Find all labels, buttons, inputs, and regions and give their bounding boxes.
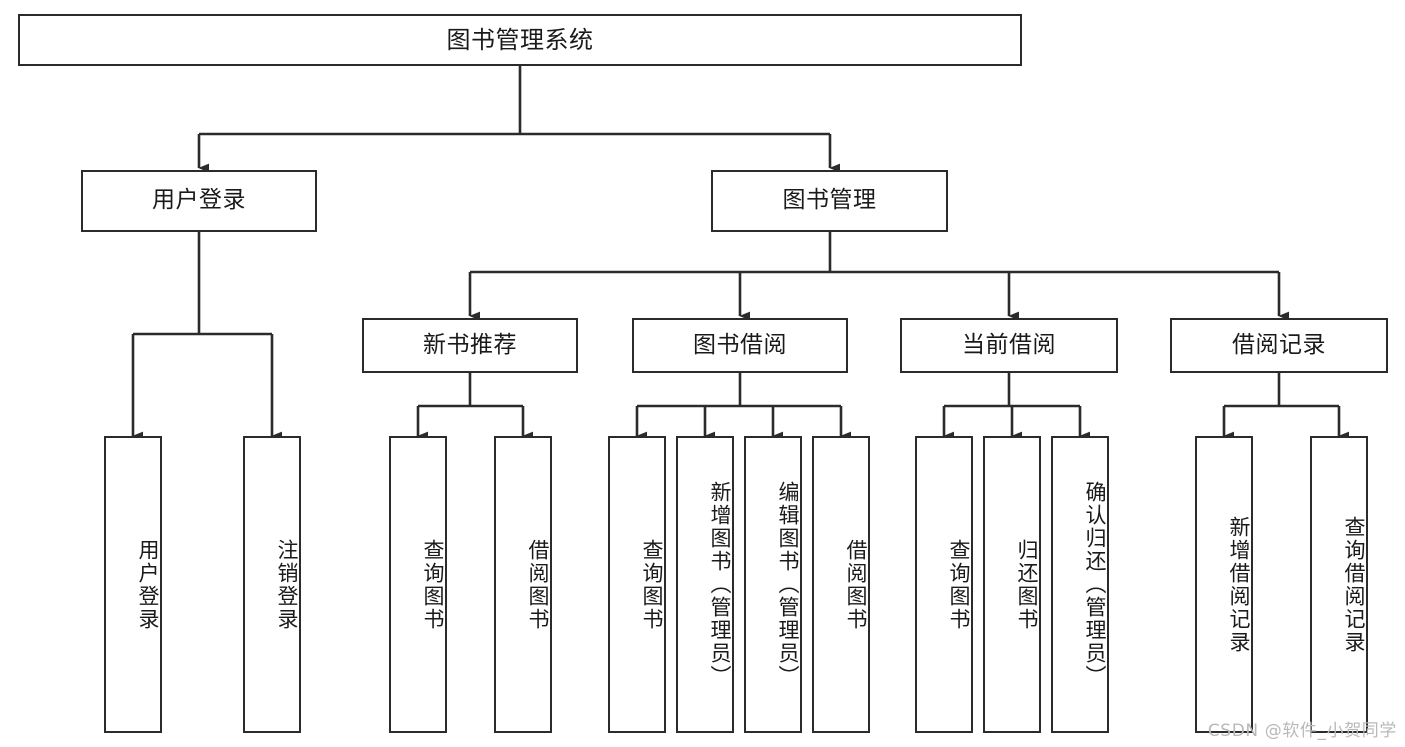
leaf-borrow-book[interactable]: 借阅图书 (812, 436, 870, 733)
node-label: 新增图书（管理员） (708, 481, 732, 688)
leaf-confirm-return-admin[interactable]: 确认归还（管理员） (1051, 436, 1109, 733)
leaf-query-borrow-record[interactable]: 查询借阅记录 (1310, 436, 1368, 733)
leaf-edit-book-admin[interactable]: 编辑图书（管理员） (744, 436, 802, 733)
node-label: 注销登录 (275, 538, 299, 631)
node-current-borrow[interactable]: 当前借阅 (900, 318, 1118, 373)
leaf-logout[interactable]: 注销登录 (243, 436, 301, 733)
node-new-book-recommendation[interactable]: 新书推荐 (362, 318, 578, 373)
node-label: 查询借阅记录 (1342, 515, 1366, 654)
node-label: 新书推荐 (423, 331, 517, 358)
leaf-query-book-current[interactable]: 查询图书 (915, 436, 973, 733)
node-root-book-management-system[interactable]: 图书管理系统 (18, 14, 1022, 66)
node-book-borrow[interactable]: 图书借阅 (632, 318, 848, 373)
leaf-add-borrow-record[interactable]: 新增借阅记录 (1195, 436, 1253, 733)
leaf-add-book-admin[interactable]: 新增图书（管理员） (676, 436, 734, 733)
watermark: CSDN @软件_小贺同学 (1207, 721, 1397, 741)
node-label: 归还图书 (1015, 538, 1039, 631)
node-label: 图书管理系统 (446, 25, 594, 54)
leaf-borrow-book-new-book[interactable]: 借阅图书 (494, 436, 552, 733)
node-label: 确认归还（管理员） (1083, 481, 1107, 688)
node-label: 编辑图书（管理员） (776, 481, 800, 688)
node-user-login[interactable]: 用户登录 (81, 170, 317, 232)
node-label: 借阅图书 (844, 538, 868, 631)
node-borrow-record[interactable]: 借阅记录 (1170, 318, 1388, 373)
node-label: 新增借阅记录 (1227, 515, 1251, 654)
node-label: 借阅记录 (1232, 331, 1326, 358)
leaf-user-login[interactable]: 用户登录 (104, 436, 162, 733)
leaf-query-book-new-book[interactable]: 查询图书 (389, 436, 447, 733)
node-book-management[interactable]: 图书管理 (711, 170, 948, 232)
leaf-query-book-borrow[interactable]: 查询图书 (608, 436, 666, 733)
node-label: 查询图书 (947, 538, 971, 631)
node-label: 用户登录 (152, 187, 246, 214)
node-label: 用户登录 (136, 538, 160, 631)
node-label: 当前借阅 (962, 331, 1056, 358)
node-label: 查询图书 (640, 538, 664, 631)
node-label: 图书借阅 (693, 331, 787, 358)
leaf-return-book[interactable]: 归还图书 (983, 436, 1041, 733)
node-label: 借阅图书 (526, 538, 550, 631)
node-label: 图书管理 (782, 187, 877, 214)
node-label: 查询图书 (421, 538, 445, 631)
